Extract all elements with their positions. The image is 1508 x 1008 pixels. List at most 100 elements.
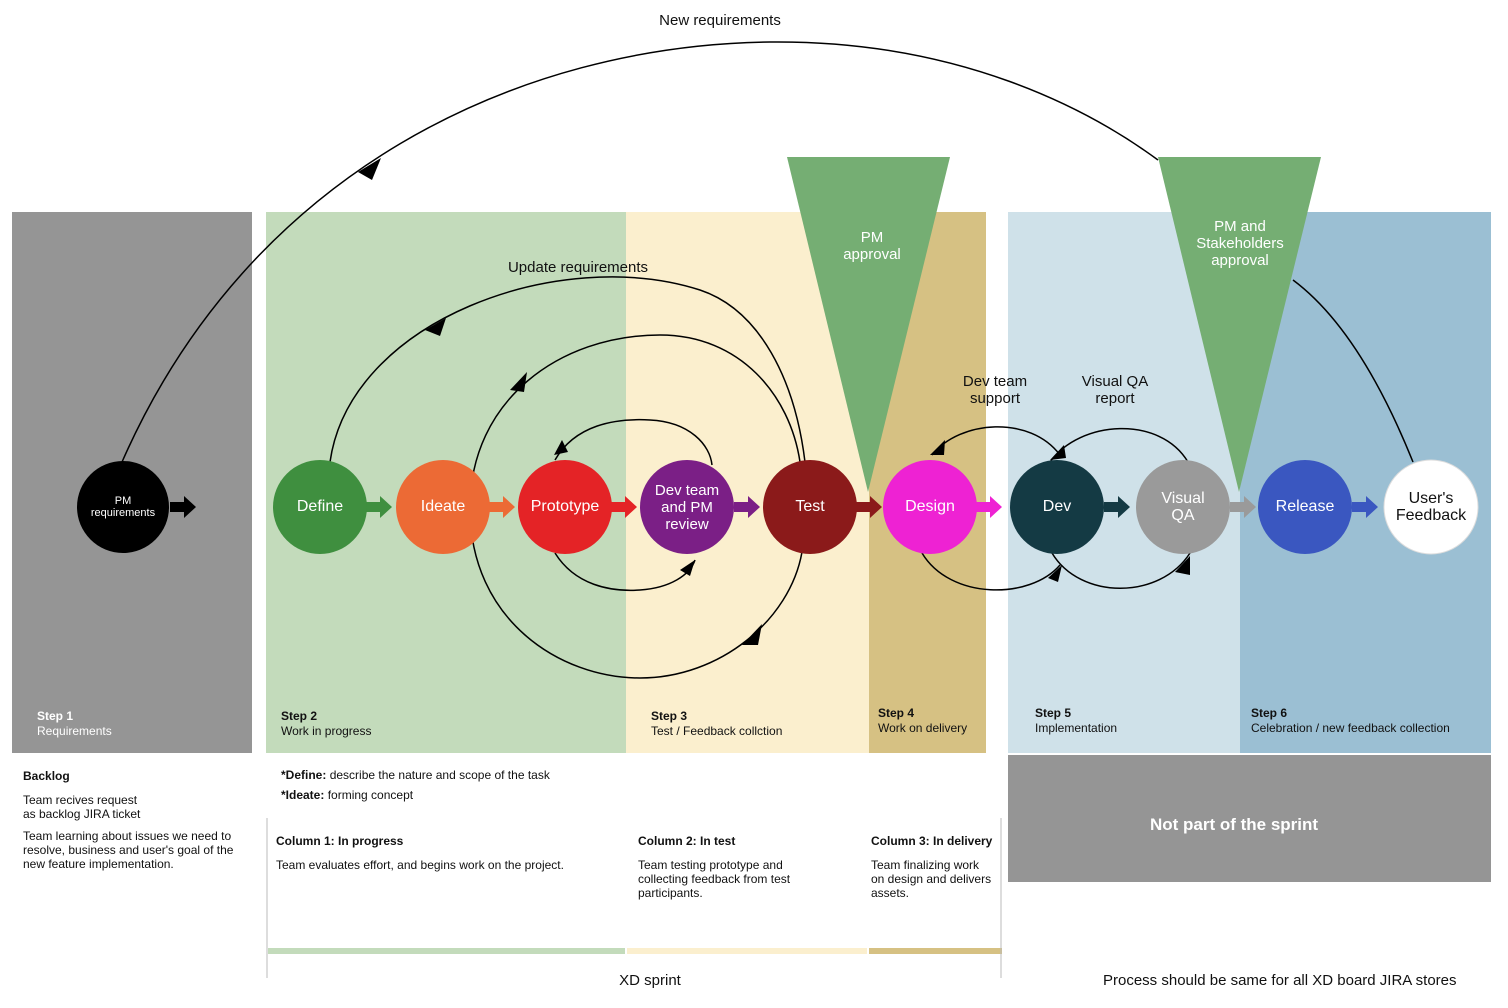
definitions: *Define: describe the nature and scope o… [281, 768, 681, 810]
visual-qa-report-label: Visual QA report [1081, 373, 1149, 407]
inner-loop-top [554, 418, 713, 466]
node-test [763, 460, 857, 554]
node-users-feedback [1383, 459, 1479, 555]
inner-loop-top-arrowhead [554, 440, 568, 455]
feedback-to-approval-line [1292, 279, 1414, 463]
update-loop-middle-arrowhead [510, 372, 527, 392]
step1-label: Step 1 Requirements [37, 709, 112, 739]
not-part-of-sprint-label: Not part of the sprint [1149, 815, 1319, 834]
define-term: *Define: [281, 768, 327, 782]
node-label-pm-requirements: PM requirements [90, 495, 156, 519]
node-label-ideate: Ideate [420, 498, 466, 515]
dev-team-support-label: Dev team support [962, 373, 1028, 407]
arrow-review-test [734, 496, 760, 518]
backlog-notes: Backlog Team recives request as backlog … [23, 769, 258, 879]
step2-title: Step 2 [281, 709, 318, 723]
arrow-test-design [856, 496, 882, 518]
node-ideate [396, 460, 490, 554]
arrow-prototype-review [611, 496, 637, 518]
column-in-delivery: Column 3: In delivery Team finalizing wo… [871, 834, 1006, 908]
arrow-pm-to-backlog [170, 496, 196, 518]
qa-loop-top-arrowhead [1050, 445, 1066, 460]
step1-text: Requirements [37, 724, 112, 738]
step6-title: Step 6 [1251, 706, 1288, 720]
column1-title: Column 1: In progress [276, 834, 404, 848]
node-design [883, 460, 977, 554]
arrow-qa-release [1230, 496, 1256, 518]
step4-label: Step 4 Work on delivery [878, 706, 967, 736]
qa-loop-bottom [1051, 552, 1191, 589]
node-release [1258, 460, 1352, 554]
node-label-define: Define [296, 498, 344, 515]
column-in-test: Column 2: In test Team testing prototype… [638, 834, 858, 908]
update-requirements-label: Update requirements [507, 259, 649, 276]
node-label-dev-team-review: Dev team and PM review [654, 481, 720, 533]
define-text: describe the nature and scope of the tas… [329, 768, 550, 782]
update-loop-middle-top [469, 334, 801, 509]
backlog-paragraph-1: Team recives request as backlog JIRA tic… [23, 793, 141, 821]
step3-label: Step 3 Test / Feedback collction [651, 709, 782, 739]
new-requirements-arc [121, 41, 1159, 463]
node-pm-requirements [77, 461, 169, 553]
column-in-progress: Column 1: In progress Team evaluates eff… [276, 834, 616, 880]
step1-title: Step 1 [37, 709, 74, 723]
node-label-prototype: Prototype [530, 498, 600, 515]
new-requirements-label: New requirements [659, 12, 781, 29]
step4-text: Work on delivery [878, 721, 968, 735]
arrow-release-feedback [1352, 496, 1378, 518]
sprint-bar-delivery [869, 948, 1002, 954]
update-loop-bottom-arrowhead [742, 624, 762, 645]
arrow-dev-qa [1104, 496, 1130, 518]
node-label-users-feedback: User's Feedback [1395, 490, 1467, 524]
update-loop-outer-arrowhead [425, 318, 446, 336]
step5-label: Step 5 Implementation [1035, 706, 1117, 736]
flow-arrows [170, 496, 1378, 518]
sprint-bar-progress [268, 948, 625, 954]
column2-title: Column 2: In test [638, 834, 736, 848]
column1-text: Team evaluates effort, and begins work o… [276, 858, 564, 872]
step5-title: Step 5 [1035, 706, 1072, 720]
arrow-design-dev [976, 496, 1002, 518]
update-loop-outer [329, 276, 806, 463]
not-sprint-panel [1008, 755, 1491, 882]
column2-text: Team testing prototype and collecting fe… [638, 858, 791, 900]
step3-text: Test / Feedback collction [651, 724, 783, 738]
ideate-term: *Ideate: [281, 788, 325, 802]
column3-text: Team finalizing work on design and deliv… [871, 858, 992, 900]
stakeholders-approval-label: PM and Stakeholders approval [1196, 218, 1284, 269]
qa-loop-bottom-arrowhead [1175, 556, 1190, 575]
column3-title: Column 3: In delivery [871, 834, 993, 848]
step6-label: Step 6 Celebration / new feedback collec… [1251, 706, 1450, 736]
sprint-bar-test [627, 948, 867, 954]
process-footer-note: Process should be same for all XD board … [1103, 972, 1457, 989]
dev-support-loop-top-arrowhead [930, 440, 945, 455]
node-label-release: Release [1275, 498, 1335, 515]
node-visual-qa [1136, 460, 1230, 554]
node-label-dev: Dev [1042, 498, 1072, 515]
pm-approval-triangle [787, 157, 950, 492]
node-dev [1010, 460, 1104, 554]
step2-label: Step 2 Work in progress [281, 709, 371, 739]
ideate-text: forming concept [327, 788, 414, 802]
node-label-design: Design [905, 498, 955, 515]
stakeholders-approval-triangle [1158, 157, 1321, 492]
dev-support-loop-bottom-arrowhead [1048, 565, 1062, 582]
node-dev-team-review [640, 460, 734, 554]
step5-text: Implementation [1035, 721, 1118, 735]
step6-text: Celebration / new feedback collection [1251, 721, 1450, 735]
step2-text: Work in progress [281, 724, 372, 738]
arrow-ideate-prototype [489, 496, 515, 518]
step3-title: Step 3 [651, 709, 688, 723]
update-loop-middle-bottom [469, 507, 803, 679]
node-label-test: Test [795, 498, 825, 515]
arrow-define-ideate [366, 496, 392, 518]
backlog-title: Backlog [23, 769, 70, 783]
step4-title: Step 4 [878, 706, 915, 720]
backlog-paragraph-2: Team learning about issues we need to re… [23, 829, 234, 871]
inner-loop-bottom [554, 552, 696, 592]
inner-loop-bottom-arrowhead [680, 560, 695, 576]
new-requirements-arrowhead [358, 158, 381, 180]
node-label-visual-qa: Visual QA [1161, 490, 1205, 524]
pm-approval-label: PM approval [843, 229, 901, 263]
